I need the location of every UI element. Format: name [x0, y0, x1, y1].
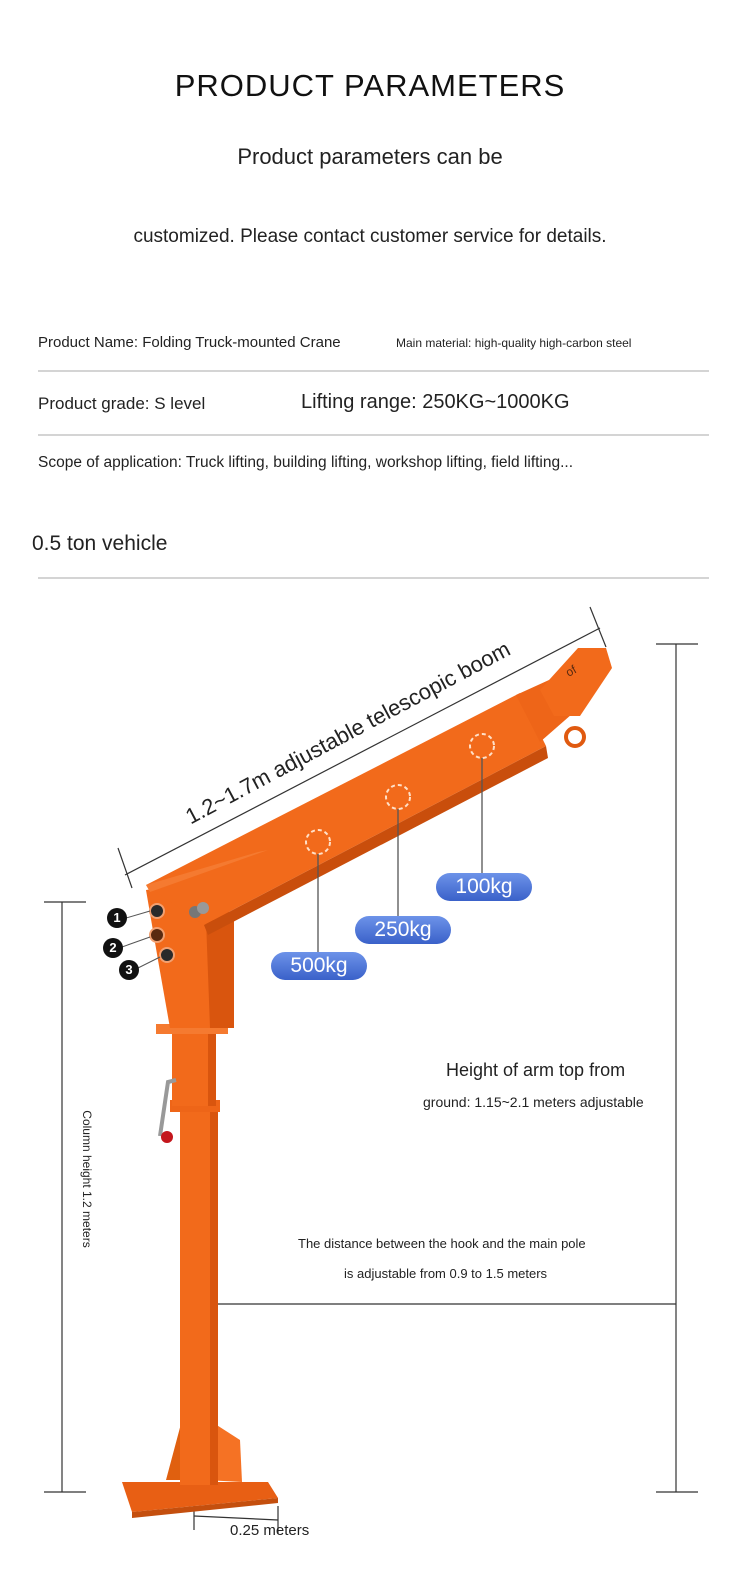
divider — [38, 434, 709, 436]
hook-distance-line-2: is adjustable from 0.9 to 1.5 meters — [344, 1266, 548, 1281]
pulley-housing — [540, 648, 612, 716]
load-hole-markers — [305, 733, 495, 855]
spec-main-material: Main material: high-quality high-carbon … — [396, 336, 632, 350]
pin-badge-2: 2 — [103, 938, 123, 958]
arm-height-detail: ground: 1.15~2.1 meters adjustable — [423, 1094, 644, 1110]
spec-product-grade: Product grade: S level — [38, 394, 206, 413]
hook-distance-line-1: The distance between the hook and the ma… — [298, 1236, 586, 1251]
load-hole-250 — [385, 784, 411, 810]
column-height-label: Column height 1.2 meters — [80, 1110, 94, 1248]
hook-ring — [564, 726, 586, 748]
boom-dimension-line — [124, 627, 601, 876]
dimension-lines — [44, 606, 698, 1534]
pin-leader-lines — [121, 910, 161, 969]
load-hole-500 — [305, 829, 331, 855]
subtitle-line-2: customized. Please contact customer serv… — [133, 226, 607, 247]
spec-lifting-range: Lifting range: 250KG~1000KG — [301, 391, 570, 413]
base-width-line — [193, 1515, 279, 1521]
page-title: PRODUCT PARAMETERS — [174, 68, 566, 103]
spec-product-name: Product Name: Folding Truck-mounted Cran… — [38, 334, 341, 351]
subtitle-line-1: Product parameters can be — [237, 144, 503, 169]
handle — [158, 1078, 177, 1137]
handle-knob — [161, 1131, 173, 1143]
vehicle-label: 0.5 ton vehicle — [32, 532, 168, 555]
load-label-100kg: 100kg — [436, 873, 532, 901]
pin-badge-3: 3 — [119, 960, 139, 980]
arm-height-title: Height of arm top from — [446, 1060, 626, 1080]
load-label-250kg: 250kg — [355, 916, 451, 944]
load-leader-lines — [317, 758, 483, 955]
divider — [38, 577, 709, 579]
base-width-label: 0.25 meters — [230, 1522, 310, 1539]
spec-scope: Scope of application: Truck lifting, bui… — [38, 454, 574, 471]
boom — [146, 693, 546, 925]
crane — [122, 648, 612, 1518]
pin-badge-1: 1 — [107, 908, 127, 928]
load-hole-100 — [469, 733, 495, 759]
divider — [38, 370, 709, 372]
base-plate — [122, 1482, 278, 1512]
load-label-500kg: 500kg — [271, 952, 367, 980]
